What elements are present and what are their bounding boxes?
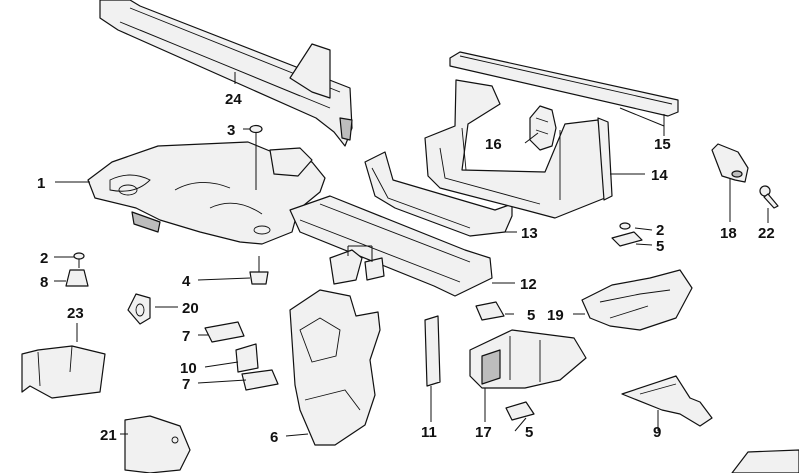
part-7-plate-bottom [241,369,279,391]
callout-20: 20 [182,300,199,317]
part-21-cover [124,415,191,473]
part-24-rail [99,0,353,147]
part-17-duct [469,329,587,389]
part-14-housing [424,79,613,219]
callout-22: 22 [758,225,775,242]
part-11-post [424,315,441,387]
callout-6: 6 [270,429,278,446]
callout-7-top: 7 [182,328,190,345]
part-15-strip [449,51,679,117]
callout-19: 19 [547,307,564,324]
callout-16: 16 [485,136,502,153]
part-12-tray [289,195,493,297]
callout-2-right: 2 [656,222,664,239]
callout-23: 23 [67,305,84,322]
corner-icon [731,449,799,473]
callout-18: 18 [720,225,737,242]
part-2-screw-left [73,252,85,268]
callout-5-middle: 5 [527,307,535,324]
callout-5-right: 5 [656,238,664,255]
part-10-plate [235,343,259,373]
callout-4: 4 [182,273,191,290]
callout-21: 21 [100,427,117,444]
callout-8: 8 [40,274,48,291]
part-23-plate [21,345,106,399]
part-18-bracket [711,143,749,183]
callout-12: 12 [520,276,537,293]
callout-14: 14 [651,167,668,184]
callout-15: 15 [654,136,671,153]
part-4-grommet [249,256,269,285]
part-8-clip [65,269,89,287]
callout-1: 1 [37,175,45,192]
callout-17: 17 [475,424,492,441]
part-20-clip [127,293,151,325]
callout-10: 10 [180,360,197,377]
part-6-shroud [289,245,385,446]
part-5-clip-middle [475,301,505,321]
callout-11: 11 [421,424,437,441]
part-7-plate-top [204,321,245,343]
part-13-channel [364,151,513,237]
part-22-bolt [759,185,779,209]
callout-labels: 1 2 2 3 4 5 5 5 6 7 7 8 9 10 11 12 13 14… [37,91,775,446]
callout-3: 3 [227,122,235,139]
callout-7-bottom: 7 [182,376,190,393]
callout-2-left: 2 [40,250,48,267]
part-5-clip-bottom [505,401,535,421]
callout-24: 24 [225,91,242,108]
part-19-tray [581,269,693,331]
callout-5-bottom: 5 [525,424,533,441]
part-9-bracket [621,375,713,427]
part-1-panel [87,141,326,245]
part-2-screw-right [611,222,643,247]
leader-lines [54,72,769,437]
callout-13: 13 [521,225,538,242]
part-16-bracket [529,105,557,151]
callout-9: 9 [653,424,661,441]
